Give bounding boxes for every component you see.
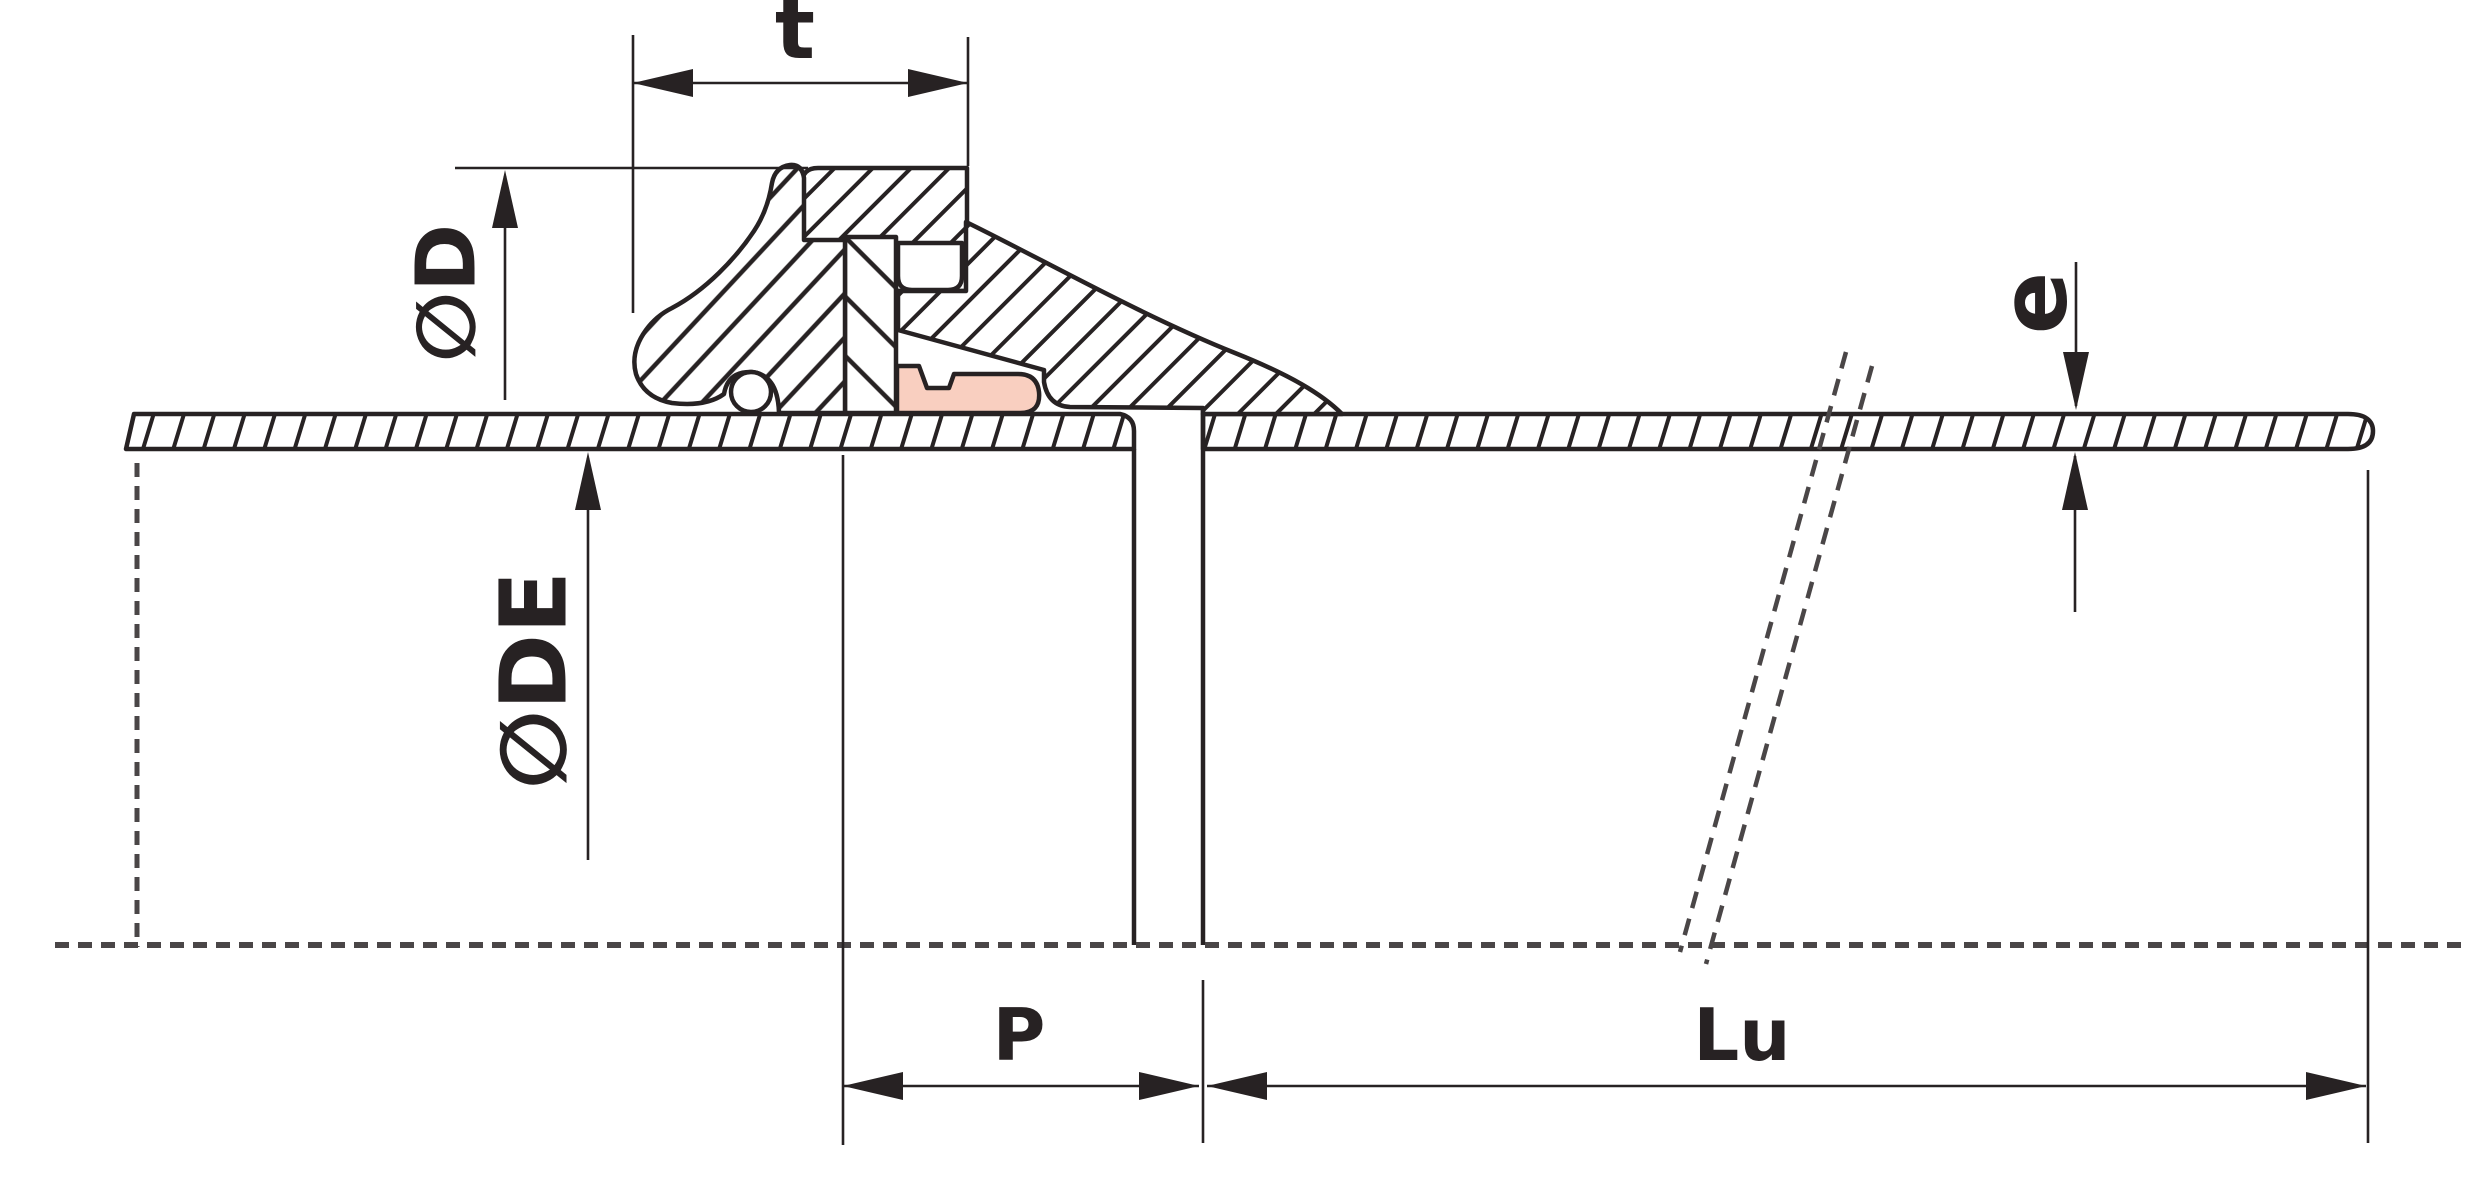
pipe-wall-right-section xyxy=(1200,411,2376,452)
pipe-barrel xyxy=(123,408,2376,945)
gland xyxy=(632,162,848,416)
e-lower-arrowhead xyxy=(2062,452,2088,510)
t-arrow-left xyxy=(633,69,693,97)
label-d: ∅D xyxy=(400,224,495,362)
e-upper-arrowhead xyxy=(2063,352,2089,410)
label-p: P xyxy=(993,993,1046,1077)
bolt-section-circle xyxy=(728,369,774,415)
p-arrow-left xyxy=(843,1072,903,1100)
label-lu: Lu xyxy=(1693,993,1790,1077)
label-de: ∅DE xyxy=(481,571,588,789)
label-e: e xyxy=(1981,272,2088,334)
bell-locking-groove xyxy=(895,240,965,293)
bell-wall xyxy=(895,219,1345,417)
t-arrow-right xyxy=(908,69,968,97)
construction-lines xyxy=(55,351,2470,965)
label-t: t xyxy=(775,0,815,78)
break-lines xyxy=(1677,351,1875,965)
d-arrowhead xyxy=(492,170,518,228)
lu-arrow-left xyxy=(1207,1072,1267,1100)
dimension-e: e xyxy=(1981,262,2089,612)
dimension-de: ∅DE xyxy=(481,452,601,860)
dimension-t: t xyxy=(631,0,970,313)
break-line-2 xyxy=(1703,365,1875,965)
break-line-1 xyxy=(1677,351,1849,953)
dimension-lu: Lu xyxy=(1207,470,2370,1143)
socket-mouth-web xyxy=(842,234,899,416)
de-arrowhead xyxy=(575,452,601,510)
p-arrow-right xyxy=(1139,1072,1199,1100)
pipe-wall-left-section xyxy=(123,411,1137,452)
dimension-p: P xyxy=(841,455,1205,1145)
socket-bell xyxy=(799,165,1345,417)
lu-arrow-right xyxy=(2306,1072,2366,1100)
dimension-d: ∅D xyxy=(400,166,808,400)
gland-body xyxy=(632,162,848,416)
gasket xyxy=(894,363,1042,416)
